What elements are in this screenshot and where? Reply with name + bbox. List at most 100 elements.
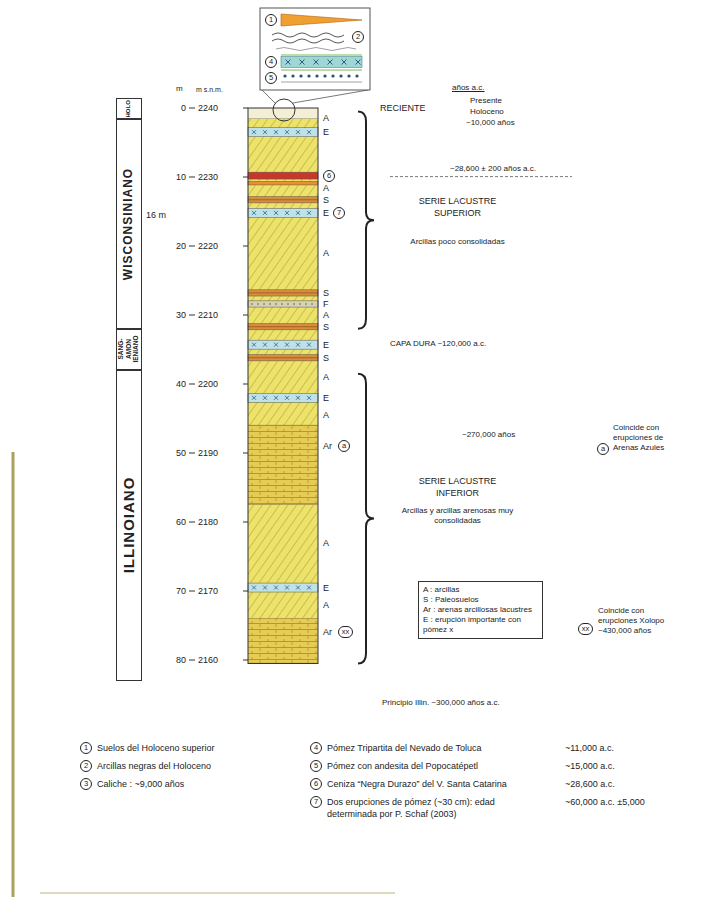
fluvial-dot xyxy=(305,303,307,305)
callout-number: 2 xyxy=(352,31,364,43)
annotation-text: Ceniza “Negra Durazo” del V. Santa Catar… xyxy=(327,778,507,790)
scale-tick xyxy=(243,522,248,523)
scale-tick xyxy=(243,660,248,661)
andesite-dot xyxy=(339,74,342,77)
fluvial-layer xyxy=(248,301,318,307)
annotation-text: años a.c. xyxy=(452,83,484,93)
callout-number: xx xyxy=(578,623,593,635)
fluvial-dot xyxy=(287,303,289,305)
page-rule xyxy=(40,893,395,894)
annotation-text: SERIE LACUSTRE SUPERIOR xyxy=(405,195,510,219)
strata-layer xyxy=(248,505,318,619)
inset-line xyxy=(281,82,362,83)
zoom-line xyxy=(293,90,368,103)
fluvial-dot xyxy=(275,303,277,305)
fluvial-dot xyxy=(263,303,265,305)
annotation-text: E xyxy=(323,392,329,404)
pumice-band xyxy=(281,57,362,68)
andesite-dot xyxy=(307,74,310,77)
column-outline xyxy=(248,108,318,663)
annotation-text: 16 m xyxy=(146,209,166,221)
scale-dash xyxy=(189,522,195,523)
annotation-text: CAPA DURA ~120,000 a.c. xyxy=(390,339,486,349)
annotation-text: 50 xyxy=(156,447,186,459)
annotation-text: ~15,000 a.c. xyxy=(565,760,615,772)
annotation-text: 2190 xyxy=(198,447,218,459)
series-brace xyxy=(358,374,374,664)
andesite-dot xyxy=(323,74,326,77)
clay-wave xyxy=(272,39,344,43)
annotation-text: E xyxy=(323,339,329,351)
fluvial-dot xyxy=(299,303,301,305)
callout-number: 1 xyxy=(265,14,277,26)
annotation-text: S xyxy=(323,287,329,299)
andesite-dot xyxy=(299,74,302,77)
inset-line xyxy=(281,70,362,71)
annotation-text: RECIENTE xyxy=(380,102,426,114)
scale-tick xyxy=(243,246,248,247)
pumice-mark xyxy=(252,586,311,590)
annotation-text: 2220 xyxy=(198,240,218,252)
soil-wedge xyxy=(281,14,362,26)
page-rule xyxy=(12,452,15,897)
annotation-text: 2180 xyxy=(198,516,218,528)
annotation-text: Arcillas poco consolidadas xyxy=(405,237,510,247)
fluvial-dot xyxy=(281,303,283,305)
pumice-mark xyxy=(286,60,361,65)
period-band: SANG-AMON IENIANO xyxy=(116,329,142,370)
callout-number: 6 xyxy=(323,170,335,182)
annotation-text: E xyxy=(323,126,329,138)
annotation-text: ~11,000 a.c. xyxy=(565,742,614,754)
legend-text: S : Paleosuelos xyxy=(423,595,538,605)
paleosol-layer xyxy=(248,355,318,361)
paleosol-line xyxy=(248,199,318,200)
strata-layer xyxy=(248,119,318,425)
period-band: HOLO xyxy=(116,98,142,119)
annotation-text: Presente xyxy=(470,96,502,106)
callout-number: 4 xyxy=(310,742,322,754)
paleosol-line xyxy=(248,292,318,293)
callout-number: a xyxy=(597,443,609,455)
callout-number: 6 xyxy=(310,778,322,790)
paleosol-line xyxy=(248,357,318,358)
callout-number: 1 xyxy=(80,742,92,754)
strata-layer xyxy=(248,108,318,119)
annotation-text: SERIE LACUSTRE INFERIOR xyxy=(405,475,510,499)
annotation-text: S xyxy=(323,194,329,206)
annotation-text: E xyxy=(323,207,329,219)
annotation-text: 60 xyxy=(156,516,186,528)
annotation-text: 40 xyxy=(156,378,186,390)
pumice-mark xyxy=(252,130,311,134)
andesite-dot xyxy=(283,74,286,77)
annotation-text: 30 xyxy=(156,309,186,321)
pumice-layer xyxy=(248,583,318,592)
scale-tick xyxy=(243,315,248,316)
andesite-dot xyxy=(347,74,350,77)
period-name: SANG-AMON IENIANO xyxy=(117,331,140,368)
annotation-text: S xyxy=(323,352,329,364)
period-band: WISCONSINIANO xyxy=(116,119,142,329)
pumice-mark xyxy=(252,211,311,215)
annotation-text: 80 xyxy=(156,654,186,666)
callout-number: xx xyxy=(338,626,353,638)
paleosol-line xyxy=(248,326,318,327)
fluvial-dot xyxy=(269,303,271,305)
clay-wave xyxy=(272,33,344,37)
annotation-text: Ar xyxy=(323,626,332,638)
scale-tick xyxy=(243,591,248,592)
pumice-layer xyxy=(248,128,318,137)
legend-box: A : arcillasS : PaleosuelosAr : arenas a… xyxy=(418,581,543,639)
callout-number: 3 xyxy=(80,778,92,790)
callout-number: 5 xyxy=(310,760,322,772)
annotation-text: 2160 xyxy=(198,654,218,666)
strata-layer xyxy=(248,425,318,504)
annotation-text: Holoceno xyxy=(470,107,504,117)
ash-layer xyxy=(248,172,318,179)
annotation-text: m xyxy=(176,84,183,94)
annotation-text: Coincide con erupciones Xolopo ~430,000 … xyxy=(598,606,678,636)
pumice-mark xyxy=(252,396,311,400)
paleosol-layer xyxy=(248,290,318,296)
fluvial-dot xyxy=(311,303,313,305)
period-name: WISCONSINIANO xyxy=(122,121,135,327)
zoom-line xyxy=(262,90,275,103)
